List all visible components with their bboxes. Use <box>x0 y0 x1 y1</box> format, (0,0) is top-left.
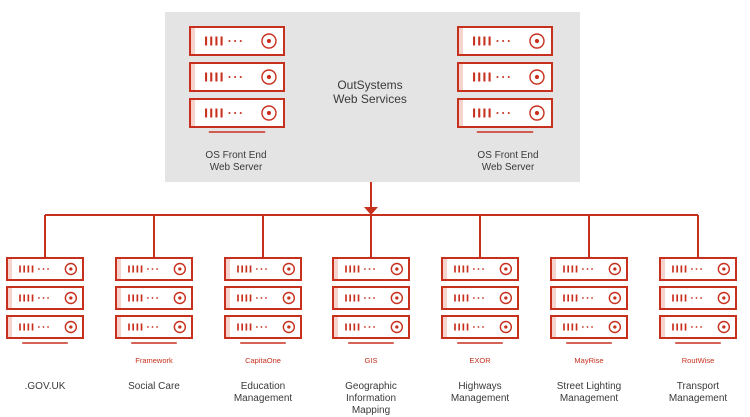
system-brand-label: Framework <box>135 356 173 365</box>
system-name-label: Street Lighting Management <box>556 381 622 404</box>
server-unit <box>115 286 193 310</box>
server-unit <box>457 98 553 128</box>
server-rack-icon <box>115 257 193 344</box>
system-name-label: Geographic Information Mapping <box>345 381 397 416</box>
server-unit <box>224 286 302 310</box>
system-brand-label: RoutWise <box>681 356 715 365</box>
server-unit <box>332 286 410 310</box>
system-brand-label: MayRise <box>574 356 604 365</box>
server-unit <box>441 315 519 339</box>
server-rack-icon <box>6 257 84 344</box>
server-unit <box>659 257 737 281</box>
server-unit <box>457 62 553 92</box>
server-rack-icon <box>441 257 519 344</box>
system-brand-label: EXOR <box>469 356 491 365</box>
connectors <box>44 182 699 258</box>
server-rack-icon <box>224 257 302 344</box>
front-end-server-label: OS Front End Web Server <box>205 150 267 173</box>
server-unit <box>550 315 628 339</box>
server-unit <box>224 315 302 339</box>
server-unit <box>189 98 285 128</box>
server-rack-icon <box>659 257 737 344</box>
server-unit <box>441 286 519 310</box>
server-unit <box>224 257 302 281</box>
server-unit <box>659 286 737 310</box>
server-rack-icon <box>332 257 410 344</box>
server-unit <box>189 62 285 92</box>
server-unit <box>189 26 285 56</box>
server-unit <box>332 315 410 339</box>
server-unit <box>441 257 519 281</box>
server-unit <box>6 286 84 310</box>
server-unit <box>332 257 410 281</box>
system-name-label: Highways Management <box>450 381 510 404</box>
server-rack-icon <box>457 26 553 133</box>
server-unit <box>659 315 737 339</box>
server-racks <box>6 26 737 344</box>
server-unit <box>6 315 84 339</box>
system-name-label: Transport Management <box>668 381 728 404</box>
server-unit <box>115 257 193 281</box>
system-name-label: Social Care <box>128 381 180 392</box>
server-unit <box>550 257 628 281</box>
server-unit <box>550 286 628 310</box>
server-unit <box>6 257 84 281</box>
system-name-label: Education Management <box>233 381 293 404</box>
front-end-server-label: OS Front End Web Server <box>477 150 539 173</box>
server-rack-icon <box>550 257 628 344</box>
web-services-label: OutSystems Web Services <box>333 78 407 107</box>
system-brand-label: CapitaOne <box>245 356 281 365</box>
server-rack-icon <box>189 26 285 133</box>
arrow-down-icon <box>364 207 378 215</box>
system-name-label: .GOV.UK <box>24 381 66 392</box>
system-brand-label: GIS <box>364 356 378 365</box>
server-unit <box>115 315 193 339</box>
server-unit <box>457 26 553 56</box>
